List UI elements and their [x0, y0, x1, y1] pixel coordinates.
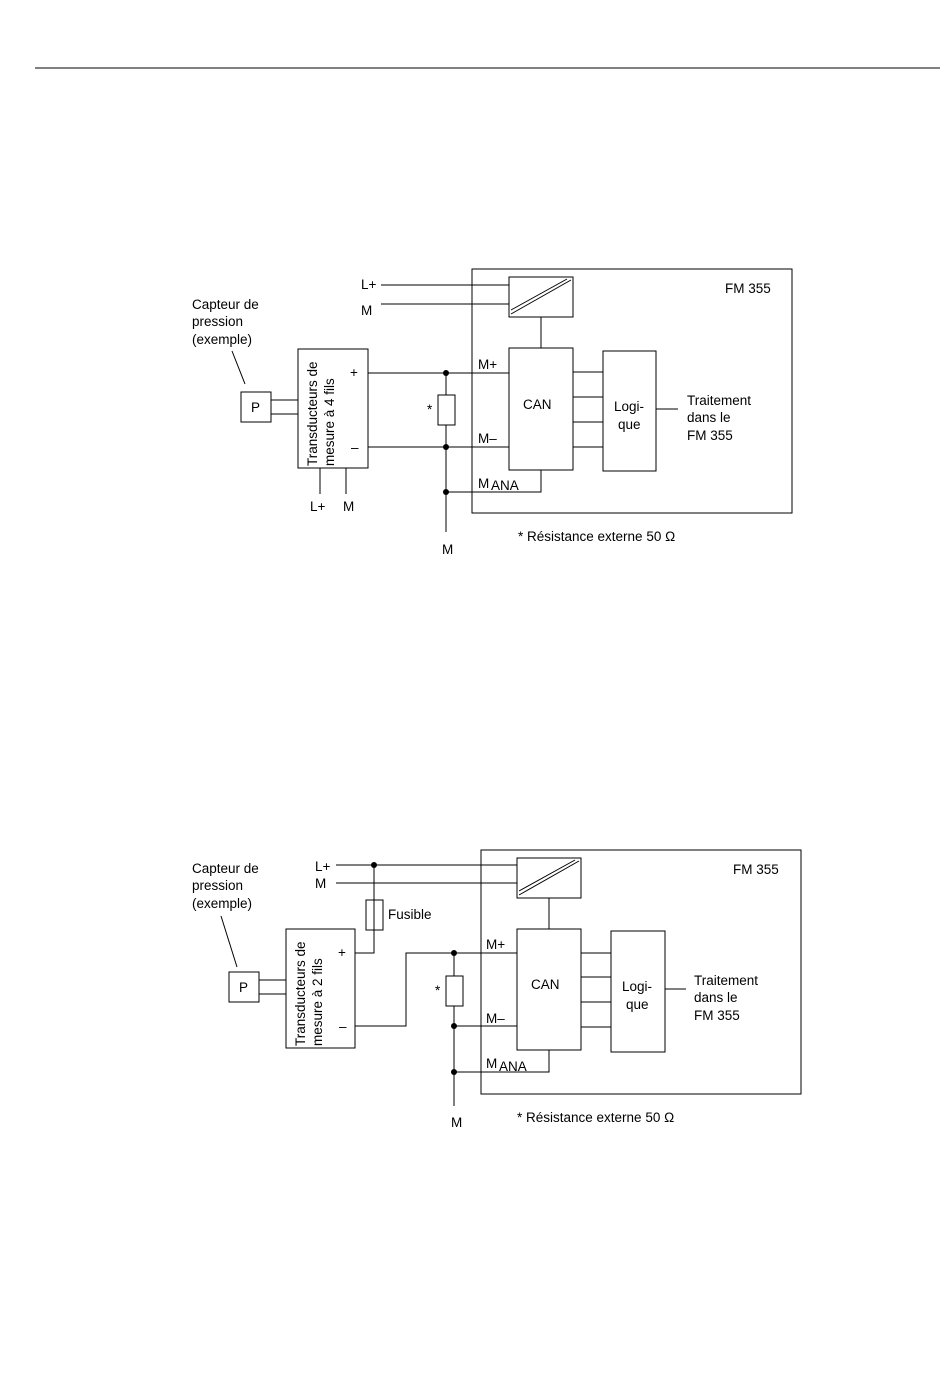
resistor-1	[437, 394, 456, 426]
supply-lplus-label-2: L+	[315, 859, 331, 874]
m-ana-main-2: M	[486, 1056, 497, 1071]
module-title-2: FM 355	[733, 862, 779, 877]
junction-dot-2a	[451, 950, 457, 956]
transducer-label-1a: Transducteurs de	[305, 361, 320, 466]
processing-label-1b: dans le	[687, 410, 731, 425]
transducer-box-1	[297, 348, 369, 469]
logic-box-2	[610, 930, 666, 1053]
m-minus-label-2: M–	[486, 1011, 505, 1026]
transducer-plus-1: +	[350, 365, 358, 380]
processing-label-2b: dans le	[694, 990, 738, 1005]
m-minus-label-1: M–	[478, 431, 497, 446]
sensor-caption-1a: Capteur de	[192, 297, 259, 312]
footnote-2: * Résistance externe 50 Ω	[517, 1110, 674, 1125]
logic-label-2b: que	[626, 997, 649, 1012]
m-ana-sub-2: ANA	[499, 1059, 527, 1074]
pressure-sensor-box-2	[228, 971, 260, 1003]
transducer-label-1b: mesure à 4 fils	[322, 378, 337, 466]
converter-diagonal-1a	[510, 279, 572, 315]
can-label-1: CAN	[523, 397, 552, 412]
can-label-2: CAN	[531, 977, 560, 992]
junction-dot-2b	[451, 1023, 457, 1029]
sensor-label-2: P	[239, 980, 248, 995]
m-ana-main-1: M	[478, 476, 489, 491]
processing-label-2c: FM 355	[694, 1008, 740, 1023]
converter-diagonal-2b	[518, 859, 576, 892]
transducer-box-2	[285, 928, 356, 1049]
m-ana-wire-2	[454, 1050, 550, 1073]
converter-diagonal-2a	[518, 860, 580, 896]
sensor-label-1: P	[251, 400, 260, 415]
module-title-1: FM 355	[725, 281, 771, 296]
resistor-2	[445, 975, 464, 1007]
sensor-caption-2b: pression	[192, 878, 243, 893]
transducer-lplus-label-1: L+	[310, 499, 326, 514]
footnote-1: * Résistance externe 50 Ω	[518, 529, 675, 544]
transducer-label-2a: Transducteurs de	[293, 941, 308, 1046]
logic-label-1a: Logi-	[614, 399, 644, 414]
can-box-1	[508, 347, 574, 471]
fuse-label-2: Fusible	[388, 907, 432, 922]
transducer-minus-2: –	[339, 1019, 347, 1034]
supply-lplus-label-1: L+	[361, 277, 377, 292]
resistor-mark-1: *	[427, 402, 433, 417]
supply-m-label-1: M	[361, 303, 372, 318]
signal-plus-wire-2	[355, 952, 517, 1027]
diagram-4-wire: FM 355 L+ M CAN Logi- que Traitement dan…	[192, 268, 793, 557]
converter-diagonal-1b	[510, 278, 568, 311]
can-box-2	[516, 928, 582, 1051]
m-plus-label-1: M+	[478, 357, 497, 372]
transducer-label-2b: mesure à 2 fils	[310, 958, 325, 1046]
logic-label-1b: que	[618, 417, 641, 432]
logic-label-2a: Logi-	[622, 979, 652, 994]
sensor-leader-1	[231, 350, 246, 385]
transducer-minus-1: –	[351, 440, 359, 455]
sensor-leader-2	[220, 915, 238, 968]
fuse-to-transducer-wire-2	[355, 930, 375, 954]
transducer-m-label-1: M	[343, 499, 354, 514]
m-plus-label-2: M+	[486, 937, 505, 952]
sensor-caption-2c: (exemple)	[192, 896, 252, 911]
supply-m-label-2: M	[315, 876, 326, 891]
m-ana-sub-1: ANA	[491, 478, 519, 493]
pressure-sensor-box-1	[240, 391, 272, 423]
sensor-caption-1b: pression	[192, 314, 243, 329]
resistor-mark-2: *	[435, 983, 441, 998]
transducer-plus-2: +	[338, 945, 346, 960]
processing-label-2a: Traitement	[694, 973, 758, 988]
junction-dot-1b	[443, 444, 449, 450]
processing-label-1a: Traitement	[687, 393, 751, 408]
sensor-caption-1c: (exemple)	[192, 332, 252, 347]
sensor-caption-2a: Capteur de	[192, 861, 259, 876]
m-ana-wire-1	[446, 470, 542, 493]
processing-label-1c: FM 355	[687, 428, 733, 443]
logic-box-1	[602, 350, 657, 472]
junction-dot-1a	[443, 370, 449, 376]
diagram-2-wire: FM 355 L+ M Fusible CAN Logi- que Traite…	[192, 849, 802, 1130]
ground-m-label-2: M	[451, 1115, 462, 1130]
ground-m-label-1: M	[442, 542, 453, 557]
